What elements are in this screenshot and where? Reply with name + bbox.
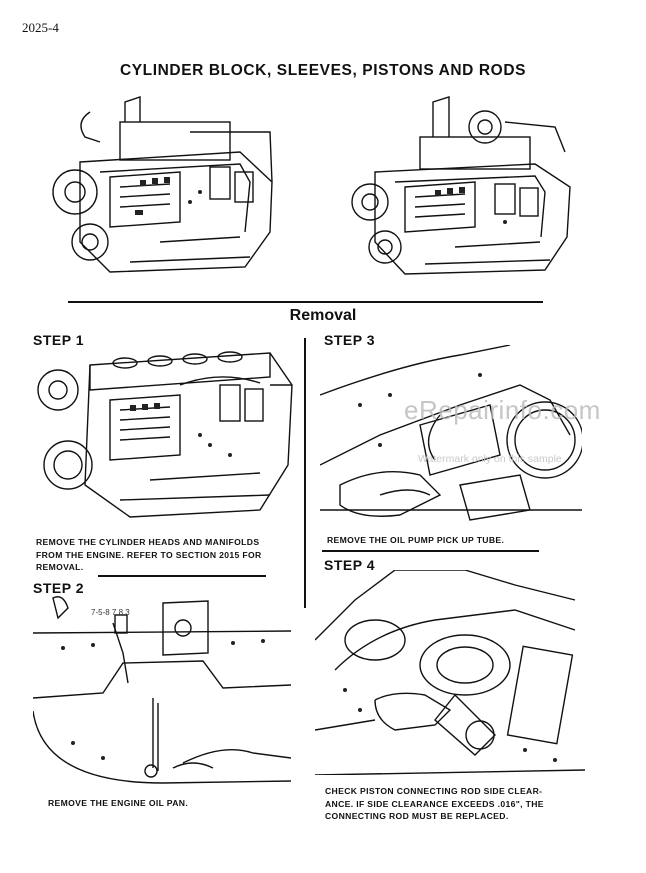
step-3-illustration — [320, 345, 582, 521]
divider-top — [68, 301, 543, 303]
step-2-illustration: 7-5-8 7 8.3 — [33, 596, 291, 784]
step-4-illustration — [315, 570, 585, 775]
engine-illustration-left — [52, 96, 273, 273]
engine-illustration-right — [351, 96, 571, 275]
step-4-caption-line: ANCE. IF SIDE CLEARANCE EXCEEDS .016", T… — [325, 798, 544, 809]
step-1-caption: REMOVE THE CYLINDER HEADS AND MANIFOLDS … — [36, 536, 262, 574]
divider-step-1 — [98, 575, 266, 577]
divider-step-3 — [322, 550, 539, 552]
svg-text:7-5-8 7 8.3: 7-5-8 7 8.3 — [91, 608, 130, 617]
section-heading: Removal — [289, 307, 357, 324]
watermark-subtext: Watermark only on this sample — [418, 453, 562, 465]
step-3-label: STEP 3 — [324, 332, 375, 348]
step-2-caption: REMOVE THE ENGINE OIL PAN. — [48, 797, 188, 810]
column-divider — [304, 338, 306, 608]
step-4-caption: CHECK PISTON CONNECTING ROD SIDE CLEAR- … — [325, 785, 544, 823]
step-2-label: STEP 2 — [33, 580, 84, 596]
step-1-label: STEP 1 — [33, 332, 84, 348]
step-1-illustration — [37, 351, 293, 518]
step-1-caption-line: FROM THE ENGINE. REFER TO SECTION 2015 F… — [36, 549, 262, 560]
step-3-caption-line: REMOVE THE OIL PUMP PICK UP TUBE. — [327, 535, 505, 545]
page-number: 2025-4 — [22, 20, 59, 35]
step-3-caption: REMOVE THE OIL PUMP PICK UP TUBE. — [327, 534, 504, 547]
step-1-caption-line: REMOVAL. — [36, 562, 84, 572]
step-4-caption-line: CHECK PISTON CONNECTING ROD SIDE CLEAR- — [325, 786, 543, 796]
watermark-text: eRepairinfo.com — [404, 395, 601, 425]
page-title: CYLINDER BLOCK, SLEEVES, PISTONS AND ROD… — [119, 62, 527, 79]
step-4-caption-line: CONNECTING ROD MUST BE REPLACED. — [325, 811, 509, 821]
step-4-label: STEP 4 — [324, 557, 375, 573]
step-2-caption-line: REMOVE THE ENGINE OIL PAN. — [48, 798, 189, 808]
step-1-caption-line: REMOVE THE CYLINDER HEADS AND MANIFOLDS — [36, 537, 260, 547]
